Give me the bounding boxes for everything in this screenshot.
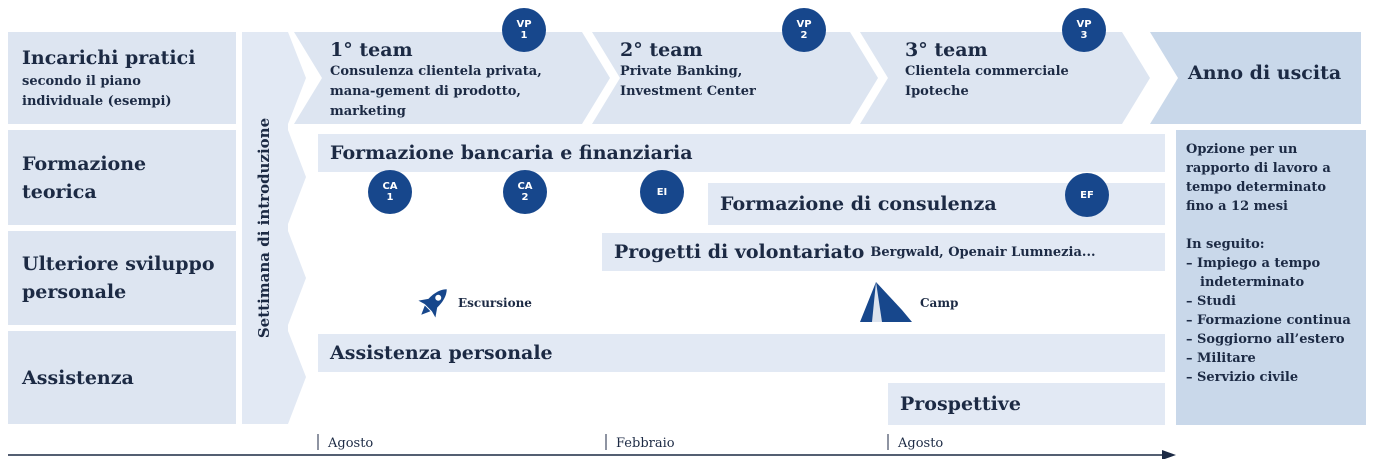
excursion-label: Escursione [458, 296, 532, 310]
option-item: – Soggiorno all’estero [1186, 332, 1345, 347]
camp-label: Camp [920, 296, 959, 310]
badge-top: VP [516, 19, 532, 30]
team-1: 1° team Consulenza clientela privata, ma… [330, 38, 590, 122]
rocket-icon [418, 289, 447, 318]
team-2: 2° team Private Banking, Investment Cent… [620, 38, 860, 102]
chevron-exit-year [1150, 32, 1361, 124]
badge-label: EI [656, 186, 668, 198]
bar-assistenza-personale: Assistenza personale [318, 334, 1165, 372]
team-title: 3° team [905, 39, 988, 61]
options-intro: Opzione per un rapporto di lavoro a temp… [1186, 142, 1331, 214]
bar-label: Formazione di consulenza [720, 193, 997, 215]
badge-vp1: VP 1 [502, 8, 546, 52]
row-title: Assistenza [22, 366, 134, 389]
row-title: Formazione teorica [22, 152, 147, 203]
badge-vp2: VP 2 [782, 8, 826, 52]
team-title: 1° team [330, 39, 413, 61]
bar-formazione-bancaria: Formazione bancaria e finanziaria [318, 134, 1165, 172]
chevron-team-3 [860, 32, 1150, 124]
bar-label: Assistenza personale [330, 342, 553, 364]
timeline-axis [8, 434, 1176, 459]
tent-icon [860, 282, 912, 322]
chevron-team-2 [592, 32, 878, 124]
badge-label: EF [1080, 189, 1094, 201]
badge-bottom: 3 [1080, 30, 1088, 41]
bar-label: Formazione bancaria e finanziaria [330, 142, 693, 164]
badge-bottom: 2 [800, 30, 808, 41]
row-subtitle: secondo il piano individuale (esempi) [22, 74, 172, 109]
row-title: Ulteriore sviluppo personale [22, 253, 215, 303]
option-item: – Formazione continua [1186, 313, 1351, 328]
team-desc: Consulenza clientela privata, mana-gemen… [330, 64, 542, 119]
option-item: – Servizio civile [1186, 370, 1299, 385]
badge-vp3: VP 3 [1062, 8, 1106, 52]
badge-top: VP [796, 19, 812, 30]
timeline-label-agosto-1: Agosto [328, 436, 374, 451]
options-after: In seguito: [1186, 237, 1265, 252]
team-3: 3° team Clientela commerciale Ipoteche [905, 38, 1145, 102]
exit-year-label: Anno di uscita [1188, 62, 1342, 84]
team-chevrons [294, 32, 1361, 124]
bar-label: Prospettive [900, 393, 1021, 415]
bar-progetti: Progetti di volontariato Bergwald, Opena… [602, 233, 1165, 271]
timeline-label-febbraio: Febbraio [616, 436, 675, 451]
bar-detail: Bergwald, Openair Lumnezia... [870, 244, 1096, 260]
row-title: Incarichi pratici [22, 47, 196, 69]
team-title: 2° team [620, 39, 703, 61]
chevron-team-1 [294, 32, 610, 124]
row-label-formazione: Formazione teorica [8, 130, 236, 225]
badge-bottom: 1 [520, 30, 528, 41]
row-label-assistenza: Assistenza [8, 331, 236, 424]
row-label-incarichi: Incarichi pratici secondo il piano indiv… [8, 32, 236, 124]
options-panel: Opzione per un rapporto di lavoro a temp… [1176, 130, 1366, 425]
options-list: – Impiego a tempo indeterminato – Studi … [1186, 254, 1356, 387]
intro-week-label-wrap: Settimana di introduzione [246, 32, 282, 424]
bar-prospettive: Prospettive [888, 383, 1165, 425]
badge-ca1: CA 1 [368, 170, 412, 214]
badge-top: CA [382, 181, 398, 192]
badge-ca2: CA 2 [503, 170, 547, 214]
option-item: – Militare [1186, 351, 1256, 366]
option-item: – Impiego a tempo indeterminato [1186, 256, 1321, 290]
intro-week-label: Settimana di introduzione [255, 117, 274, 339]
team-desc: Clientela commerciale Ipoteche [905, 64, 1069, 99]
intro-week-column [242, 32, 306, 424]
badge-bottom: 2 [521, 192, 529, 203]
team-desc: Private Banking, Investment Center [620, 64, 756, 99]
badge-bottom: 1 [386, 192, 394, 203]
badge-top: CA [517, 181, 533, 192]
badge-ef: EF [1065, 173, 1109, 217]
row-label-sviluppo: Ulteriore sviluppo personale [8, 231, 236, 325]
timeline-label-agosto-2: Agosto [898, 436, 944, 451]
badge-ei: EI [640, 170, 684, 214]
option-item: – Studi [1186, 294, 1236, 309]
badge-top: VP [1076, 19, 1092, 30]
bar-label: Progetti di volontariato [614, 241, 865, 263]
